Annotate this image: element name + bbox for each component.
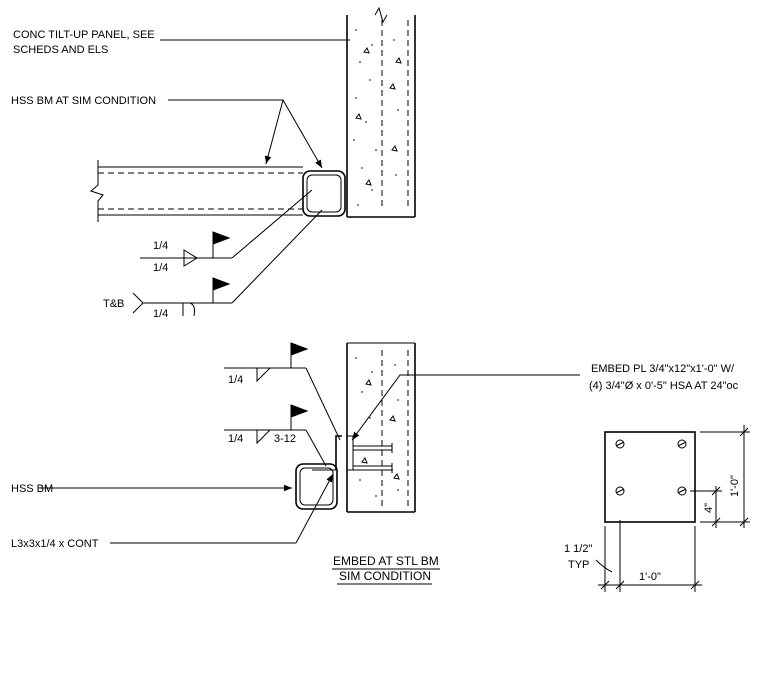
concrete-hatch-top — [353, 29, 402, 206]
embed-plate-section — [346, 435, 393, 473]
weld-size-tb: 1/4 — [153, 308, 168, 320]
hss-beam-top — [90, 160, 303, 222]
detail-title-1: EMBED AT STL BM — [333, 554, 439, 568]
tilt-up-panel-bottom — [346, 342, 416, 513]
callout-hss-sim: HSS BM AT SIM CONDITION — [11, 95, 156, 107]
callout-panel: CONC TILT-UP PANEL, SEE — [13, 29, 155, 41]
weld-size-top-b: 1/4 — [153, 262, 168, 274]
hss-section-bottom — [295, 463, 338, 510]
weld-pitch-bottom: 3-12 — [274, 433, 296, 445]
detail-title-2: SIM CONDITION — [339, 569, 431, 583]
dim-plate-height: 1'-0" — [729, 475, 741, 497]
weld-size-top-a: 1/4 — [153, 240, 168, 252]
dim-edge: 1 1/2" — [564, 543, 592, 555]
callout-panel-2: SCHEDS AND ELS — [13, 44, 108, 56]
weld-tb-label: T&B — [103, 298, 124, 310]
callout-embed-1: EMBED PL 3/4"x12"x1'-0" W/ — [591, 363, 735, 375]
top-detail — [90, 6, 416, 317]
dim-typ: TYP — [568, 559, 589, 571]
weld-symbol-bottom-1 — [224, 342, 341, 441]
concrete-hatch-bottom — [355, 357, 400, 497]
embed-plate-elevation — [595, 425, 750, 592]
weld-symbol-bottom-2 — [224, 404, 327, 467]
callout-hss-bm: HSS BM — [11, 483, 53, 495]
stud-icon — [615, 439, 687, 496]
callout-embed-2: (4) 3/4"Ø x 0'-5" HSA AT 24"oc — [589, 380, 739, 392]
hss-section-top — [302, 170, 346, 217]
weld-size-bottom-1: 1/4 — [228, 374, 243, 386]
weld-size-bottom-2: 1/4 — [228, 433, 243, 445]
dim-bolt-spacing: 4" — [703, 503, 715, 513]
tilt-up-panel-top — [346, 6, 416, 218]
weld-symbol-top-1 — [140, 189, 313, 267]
angle-section — [312, 435, 342, 471]
callout-angle: L3x3x1/4 x CONT — [11, 538, 99, 550]
weld-symbol-top-2 — [132, 209, 323, 317]
bottom-detail — [40, 342, 580, 585]
dim-plate-width: 1'-0" — [639, 571, 661, 583]
